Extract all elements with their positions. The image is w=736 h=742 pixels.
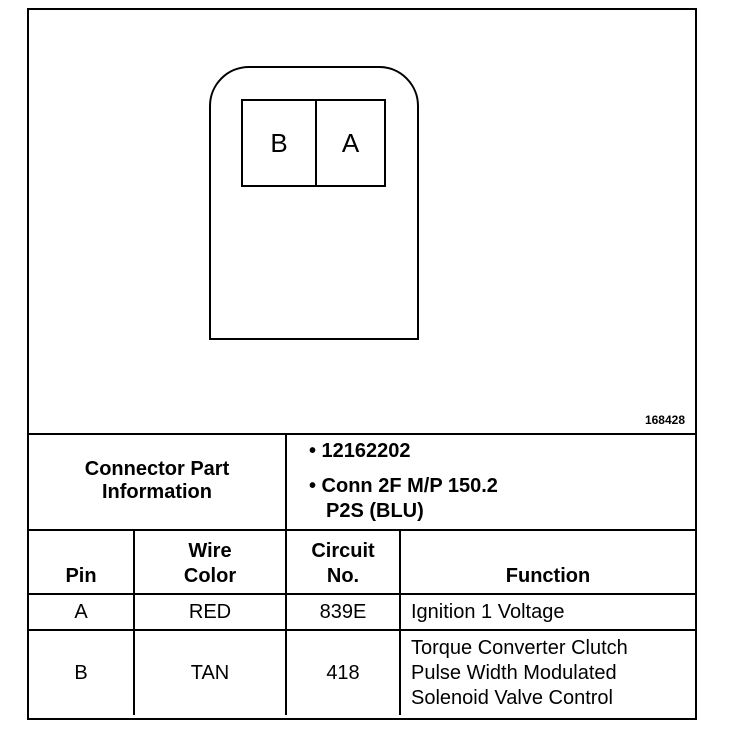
connector-diagram-frame: B A 168428 Connector Part Information • … [27, 8, 697, 720]
header-circuit-line1: Circuit [311, 540, 375, 562]
part-info-row: Connector Part Information • 12162202 • … [29, 433, 695, 531]
header-wire-color-line2: Color [183, 565, 237, 587]
circuit-cell: 839E [285, 593, 401, 631]
part-info-label-line1: Connector Part [84, 458, 230, 480]
table-header-row: Pin Wire Color Circuit No. Function [29, 529, 695, 595]
wire-color-cell: TAN [133, 629, 287, 715]
function-cell: Torque Converter Clutch Pulse Width Modu… [399, 629, 695, 715]
connector-face-view: B A 168428 [29, 10, 695, 435]
table-row: A RED 839E Ignition 1 Voltage [29, 593, 695, 631]
header-function: Function [399, 529, 695, 595]
cavity-a: A [315, 99, 386, 187]
part-number: • 12162202 [309, 440, 411, 462]
cavity-b: B [241, 99, 317, 187]
table-row: B TAN 418 Torque Converter Clutch Pulse … [29, 629, 695, 715]
header-pin: Pin [29, 529, 135, 595]
circuit-cell: 418 [285, 629, 401, 715]
part-info-values: • 12162202 • Conn 2F M/P 150.2 P2S (BLU) [285, 433, 695, 531]
function-line: Ignition 1 Voltage [411, 600, 565, 623]
function-line: Torque Converter Clutch [411, 636, 628, 659]
figure-number: 168428 [644, 413, 685, 427]
connector-info-table: Connector Part Information • 12162202 • … [29, 433, 695, 715]
header-wire-color: Wire Color [133, 529, 287, 595]
header-wire-color-line1: Wire [188, 540, 232, 562]
connector-description: • Conn 2F M/P 150.2 [309, 475, 498, 497]
header-circuit: Circuit No. [285, 529, 401, 595]
connector-housing: B A [209, 66, 419, 340]
wire-color-cell: RED [133, 593, 287, 631]
header-circuit-line2: No. [326, 565, 360, 587]
function-line: Solenoid Valve Control [411, 686, 613, 709]
pin-cell: B [29, 629, 135, 715]
function-line: Pulse Width Modulated [411, 661, 617, 684]
function-cell: Ignition 1 Voltage [399, 593, 695, 631]
part-info-label: Connector Part Information [29, 433, 287, 531]
part-info-label-line2: Information [102, 481, 212, 503]
pin-cell: A [29, 593, 135, 631]
connector-description-cont: P2S (BLU) [326, 500, 424, 522]
